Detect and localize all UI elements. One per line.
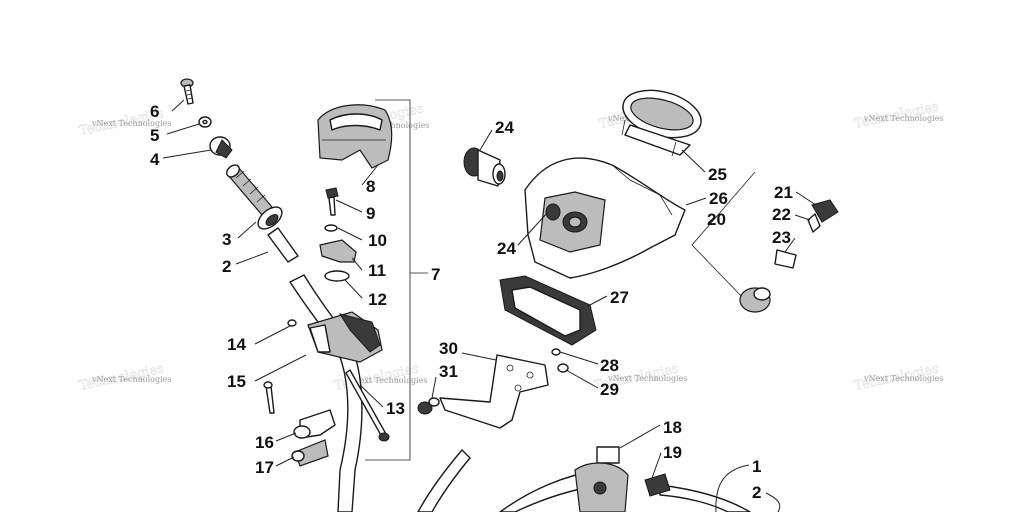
callout-8: 8 — [366, 177, 375, 196]
callout-15: 15 — [227, 372, 246, 391]
handlebar-left — [289, 274, 363, 512]
callout-11: 11 — [368, 261, 386, 280]
throttle-tube — [267, 227, 299, 263]
bezel-clip — [551, 348, 561, 356]
callout-12: 12 — [368, 290, 387, 309]
callout-2-right: 2 — [752, 483, 761, 502]
callout-16: 16 — [255, 433, 274, 452]
group-bracket-20 — [691, 171, 756, 301]
handlebar-grip — [226, 164, 283, 230]
handlebar-right — [659, 484, 751, 512]
long-bolt — [345, 369, 390, 442]
callout-10: 10 — [368, 231, 387, 250]
callout-3: 3 — [222, 230, 231, 249]
callout-5: 5 — [150, 126, 159, 145]
watermark: vNext Technologies — [91, 119, 171, 128]
speedometer — [621, 89, 702, 157]
bracket-nut — [557, 363, 569, 373]
callout-9: 9 — [366, 204, 375, 223]
callout-2: 2 — [222, 257, 231, 276]
callout-28: 28 — [600, 356, 619, 375]
watermark: vNext Technologies — [863, 114, 943, 123]
callout-17: 17 — [255, 458, 274, 477]
callout-30: 30 — [439, 339, 458, 358]
callout-20: 20 — [707, 210, 726, 229]
callout-14: 14 — [227, 335, 246, 354]
watermark: vNext Technologies — [347, 376, 427, 385]
callout-29: 29 — [600, 380, 619, 399]
accessory-socket — [463, 147, 506, 187]
housing-bolt — [325, 187, 339, 216]
callout-24-top: 24 — [495, 118, 514, 137]
callout-27: 27 — [610, 288, 629, 307]
switch-housing — [574, 446, 671, 512]
housing-ring — [324, 270, 350, 282]
watermark: vNext Technologies — [607, 374, 687, 383]
callout-4: 4 — [150, 150, 160, 169]
housing-washer — [324, 224, 338, 232]
callout-23: 23 — [772, 228, 791, 247]
callout-18: 18 — [663, 418, 682, 437]
callout-26: 26 — [709, 189, 728, 208]
grommet — [417, 401, 433, 415]
end-screw — [180, 78, 194, 105]
housing-clamp — [319, 239, 357, 263]
callout-19: 19 — [663, 443, 682, 462]
callout-21: 21 — [774, 183, 793, 202]
callout-labels: 6 5 4 3 2 8 9 10 11 12 7 14 15 16 17 13 … — [150, 102, 793, 502]
callout-13: 13 — [386, 399, 405, 418]
bar-end-cap — [209, 136, 233, 159]
callout-22: 22 — [772, 205, 791, 224]
callout-1: 1 — [752, 457, 761, 476]
mounting-bracket — [439, 354, 549, 429]
headlight-bezel — [499, 275, 597, 346]
leader-lines — [162, 99, 817, 512]
washer-hole — [202, 119, 208, 125]
brake-lever-assembly — [263, 311, 383, 467]
switch-housing-cover — [317, 104, 393, 169]
ignition-key — [739, 199, 839, 313]
watermark: vNext Technologies — [863, 374, 943, 383]
callout-7: 7 — [431, 265, 440, 284]
grommet-sleeve — [428, 397, 440, 407]
callout-25: 25 — [708, 165, 727, 184]
callout-31: 31 — [439, 362, 458, 381]
watermark: vNext Technologies — [91, 375, 171, 384]
callout-6: 6 — [150, 102, 159, 121]
callout-24-bottom: 24 — [497, 239, 516, 258]
group-bracket-7 — [365, 99, 411, 461]
handlebar-brace — [417, 449, 471, 512]
headlight-pod — [524, 157, 686, 279]
